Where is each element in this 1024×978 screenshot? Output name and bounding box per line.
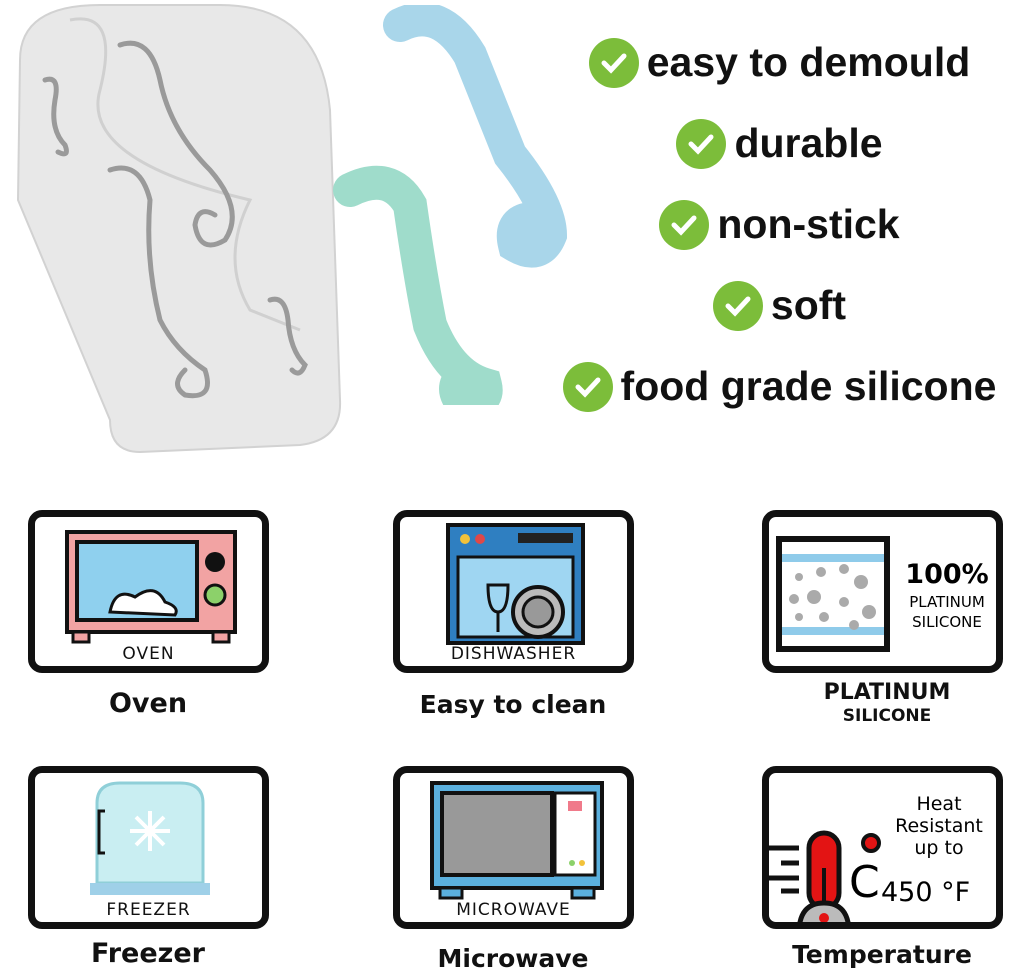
silicone-caption2: SILICONE bbox=[842, 706, 932, 726]
silicone-inner-line2: SILICONE bbox=[912, 613, 982, 631]
feature-item: durable bbox=[676, 103, 883, 184]
seahorse-casts-image bbox=[333, 5, 568, 405]
oven-inner-label: OVEN bbox=[122, 644, 175, 664]
feature-label: non-stick bbox=[717, 201, 900, 247]
feature-item: easy to demould bbox=[588, 22, 971, 103]
check-circle-icon bbox=[712, 280, 763, 331]
freezer-badge: FREEZER bbox=[28, 766, 269, 929]
feature-item: food grade silicone bbox=[562, 346, 997, 427]
feature-label: soft bbox=[770, 282, 847, 328]
temperature-caption: Temperature bbox=[792, 940, 972, 969]
silicone-icon bbox=[776, 536, 890, 652]
check-circle-icon bbox=[676, 118, 727, 169]
temp-line3: up to bbox=[914, 837, 964, 859]
check-circle-icon bbox=[659, 199, 710, 250]
dishwasher-inner-label: DISHWASHER bbox=[450, 644, 577, 664]
feature-list: easy to demould durable non-stick soft f… bbox=[535, 22, 1024, 427]
oven-caption: Oven bbox=[108, 688, 188, 719]
feature-item: non-stick bbox=[659, 184, 900, 265]
dishwasher-caption: Easy to clean bbox=[419, 690, 607, 719]
feature-label: food grade silicone bbox=[620, 363, 997, 409]
temp-line2: Resistant bbox=[895, 815, 983, 837]
silicone-caption: PLATINUM bbox=[823, 680, 951, 705]
microwave-caption: Microwave bbox=[437, 944, 589, 973]
freezer-inner-label: FREEZER bbox=[106, 900, 191, 920]
platinum-silicone-badge: 100% PLATINUM SILICONE bbox=[762, 510, 1003, 673]
silicone-percent: 100% bbox=[905, 559, 989, 590]
freezer-icon bbox=[90, 781, 210, 895]
oven-badge: OVEN bbox=[28, 510, 269, 673]
dishwasher-badge: DISHWASHER bbox=[393, 510, 634, 673]
temperature-badge: Heat Resistant up to C 450 °F bbox=[762, 766, 1003, 929]
microwave-badge: MICROWAVE bbox=[393, 766, 634, 929]
microwave-inner-label: MICROWAVE bbox=[456, 900, 571, 920]
thermometer-icon bbox=[769, 830, 881, 922]
temp-value: 450 °F bbox=[881, 877, 971, 908]
check-circle-icon bbox=[562, 361, 613, 412]
oven-icon bbox=[65, 530, 237, 644]
freezer-caption: Freezer bbox=[91, 938, 205, 969]
temp-celsius-letter: C bbox=[849, 857, 880, 908]
feature-label: easy to demould bbox=[646, 39, 971, 85]
temp-line1: Heat bbox=[916, 793, 962, 815]
silicone-inner-line1: PLATINUM bbox=[909, 593, 985, 611]
seahorse-mold-image bbox=[16, 4, 342, 454]
microwave-icon bbox=[430, 781, 604, 900]
feature-item: soft bbox=[712, 265, 847, 346]
check-circle-icon bbox=[588, 37, 639, 88]
feature-label: durable bbox=[734, 120, 883, 166]
dishwasher-icon bbox=[446, 523, 585, 645]
